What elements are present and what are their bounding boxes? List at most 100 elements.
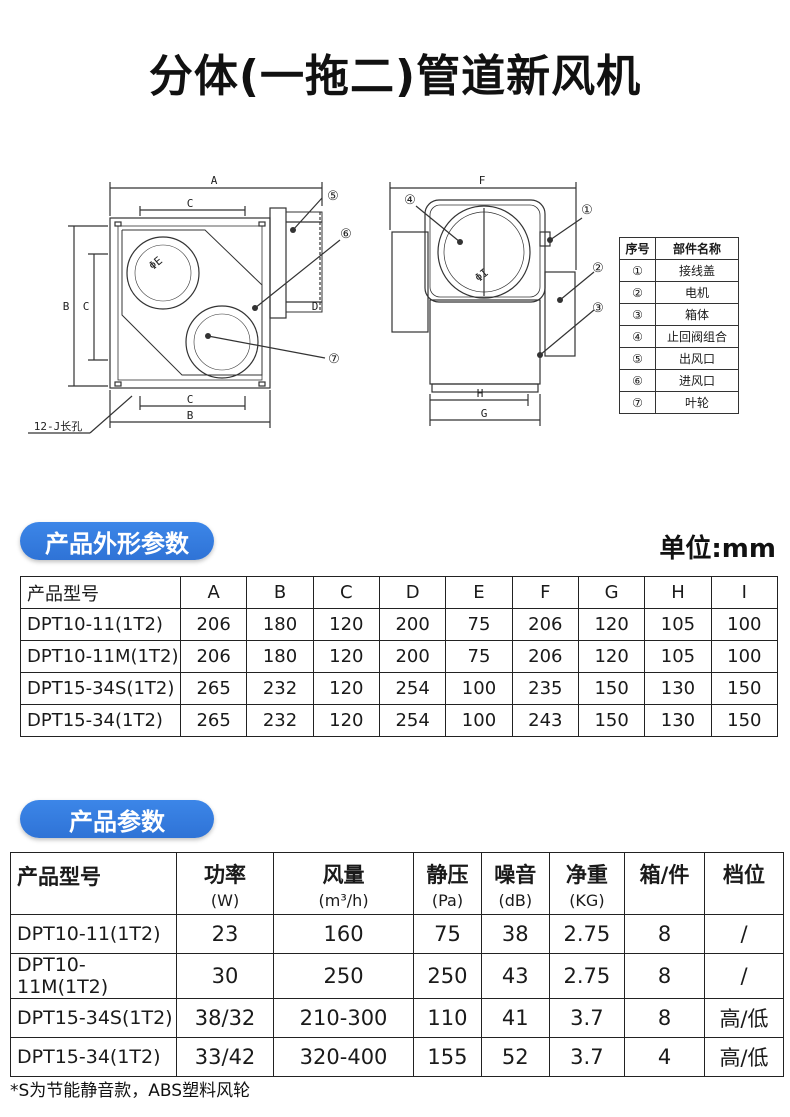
table-cell: 38/32 [175,998,275,1038]
parts-name: 箱体 [655,303,739,326]
dim-f-label: F [479,174,486,187]
table-cell: 4 [624,1037,705,1077]
table-header-cell: 产品型号 [20,576,181,609]
header-unit: (Pa) [431,891,464,910]
table-cell: 高/低 [703,998,785,1038]
dim-d-label: D [312,300,319,313]
table-cell: 43 [480,953,550,999]
table-cell: 155 [413,1037,482,1077]
parts-name: 叶轮 [655,391,739,414]
table-cell: 8 [624,953,705,999]
callout-2: ② [592,261,604,276]
table-header-cell: 档位 [703,852,785,915]
table-cell: 265 [179,704,248,737]
table-cell: 210-300 [273,998,415,1038]
table-cell: 232 [246,704,314,737]
dims-section-badge: 产品外形参数 [20,522,214,560]
table-cell: DPT15-34S(1T2) [20,672,181,705]
table-header-cell: C [312,576,380,609]
dim-h-label: H [477,387,484,400]
table-cell: DPT10-11M(1T2) [10,953,177,999]
table-cell: 3.7 [548,1037,626,1077]
table-cell: 243 [511,704,579,737]
table-cell: DPT15-34(1T2) [10,1037,177,1077]
table-cell: 3.7 [548,998,626,1038]
parts-index: ⑤ [619,347,656,370]
parts-header-index: 序号 [619,237,656,260]
table-cell: 200 [378,608,447,641]
table-cell: 100 [710,640,779,673]
table-cell: 120 [312,704,380,737]
dim-a-label: A [211,174,218,187]
table-cell: 105 [644,608,712,641]
table-cell: 206 [179,608,248,641]
table-cell: 75 [445,608,513,641]
table-header-cell: 箱/件 [624,852,705,915]
table-row: DPT15-34S(1T2) 265 232 120 254 100 235 1… [20,672,779,705]
table-cell: 33/42 [175,1037,275,1077]
parts-name: 出风口 [655,347,739,370]
parts-index: ⑥ [619,369,656,392]
table-header-cell: H [644,576,712,609]
table-cell: 52 [480,1037,550,1077]
table-cell: 38 [480,914,550,954]
table-header-row: 产品型号 功率(W) 风量(m³/h) 静压(Pa) 噪音(dB) 净重(KG)… [10,852,785,915]
table-row: DPT15-34(1T2) 265 232 120 254 100 243 15… [20,704,779,737]
table-header-cell: F [511,576,579,609]
table-header-cell: 静压(Pa) [413,852,482,915]
table-header-cell: D [378,576,447,609]
params-section-badge: 产品参数 [20,800,214,838]
table-cell: / [703,914,785,954]
header-label: 噪音 [494,863,537,887]
table-cell: 2.75 [548,953,626,999]
table-cell: 30 [175,953,275,999]
page-title: 分体(一拖二)管道新风机 [148,51,642,102]
table-row: DPT15-34(1T2) 33/42 320-400 155 52 3.7 4… [10,1037,785,1077]
table-cell: 250 [413,953,482,999]
dim-e-label: ΦE [146,254,165,272]
dim-c-left-label: C [83,300,90,313]
table-row: DPT15-34S(1T2) 38/32 210-300 110 41 3.7 … [10,998,785,1038]
table-cell: 23 [175,914,275,954]
table-cell: DPT10-11(1T2) [20,608,181,641]
table-header-cell: G [577,576,646,609]
dimensions-table: 产品型号 A B C D E F G H I DPT10-11(1T2) 206… [20,576,779,737]
slot-label: 12-J长孔 [34,420,83,433]
dim-c-bottom-label: C [187,393,194,406]
table-cell: 75 [445,640,513,673]
callout-3: ③ [592,301,604,316]
header-unit: (m³/h) [318,891,369,910]
dim-b-left-label: B [63,300,70,313]
table-cell: 265 [179,672,248,705]
header-label: 功率 [204,863,247,887]
table-cell: 2.75 [548,914,626,954]
table-cell: 180 [246,640,314,673]
parts-index: ⑦ [619,391,656,414]
header-label: 风量 [322,863,365,887]
table-header-cell: 产品型号 [10,852,177,915]
table-cell: 8 [624,914,705,954]
header-unit: (W) [210,891,240,910]
table-cell: 150 [710,672,779,705]
table-row: DPT10-11(1T2) 206 180 120 200 75 206 120… [20,608,779,641]
callout-6: ⑥ [340,227,352,242]
table-cell: 206 [511,640,579,673]
table-cell: 254 [378,704,447,737]
table-cell: 200 [378,640,447,673]
table-cell: 254 [378,672,447,705]
table-cell: 160 [273,914,415,954]
table-cell: 8 [624,998,705,1038]
parts-index: ③ [619,303,656,326]
table-cell: 250 [273,953,415,999]
table-header-cell: A [179,576,248,609]
table-cell: 高/低 [703,1037,785,1077]
unit-label: 单位:mm [659,534,776,564]
callout-4: ④ [404,193,416,208]
table-cell: 232 [246,672,314,705]
table-header-cell: 噪音(dB) [480,852,550,915]
table-header-cell: 风量 (m³/h) [273,852,415,915]
parts-name: 进风口 [655,369,739,392]
table-cell: DPT10-11(1T2) [10,914,177,954]
table-cell: 120 [312,672,380,705]
